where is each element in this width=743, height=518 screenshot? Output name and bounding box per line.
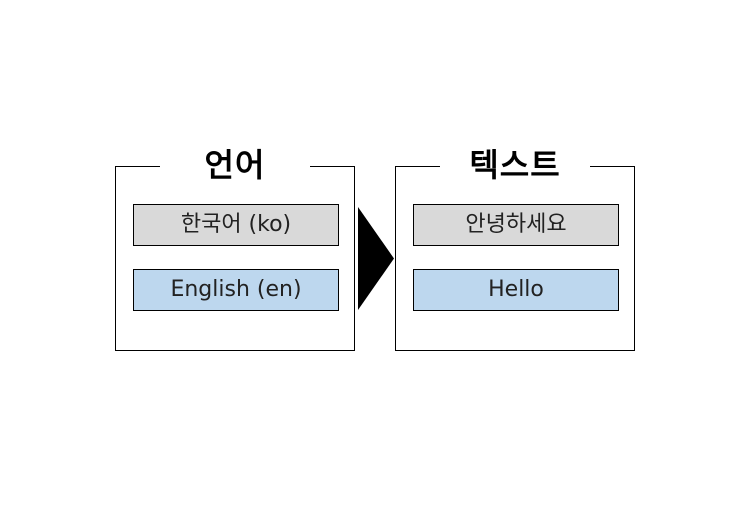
text-panel-title: 텍스트: [440, 147, 590, 183]
right-arrow-chevron-icon: [358, 207, 394, 310]
language-item-english: English (en): [133, 269, 339, 311]
language-panel: 언어 한국어 (ko) English (en): [115, 147, 355, 351]
language-panel-title: 언어: [160, 147, 310, 183]
text-item-korean: 안녕하세요: [413, 204, 619, 246]
text-item-english: Hello: [413, 269, 619, 311]
text-panel: 텍스트 안녕하세요 Hello: [395, 147, 635, 351]
language-item-korean: 한국어 (ko): [133, 204, 339, 246]
